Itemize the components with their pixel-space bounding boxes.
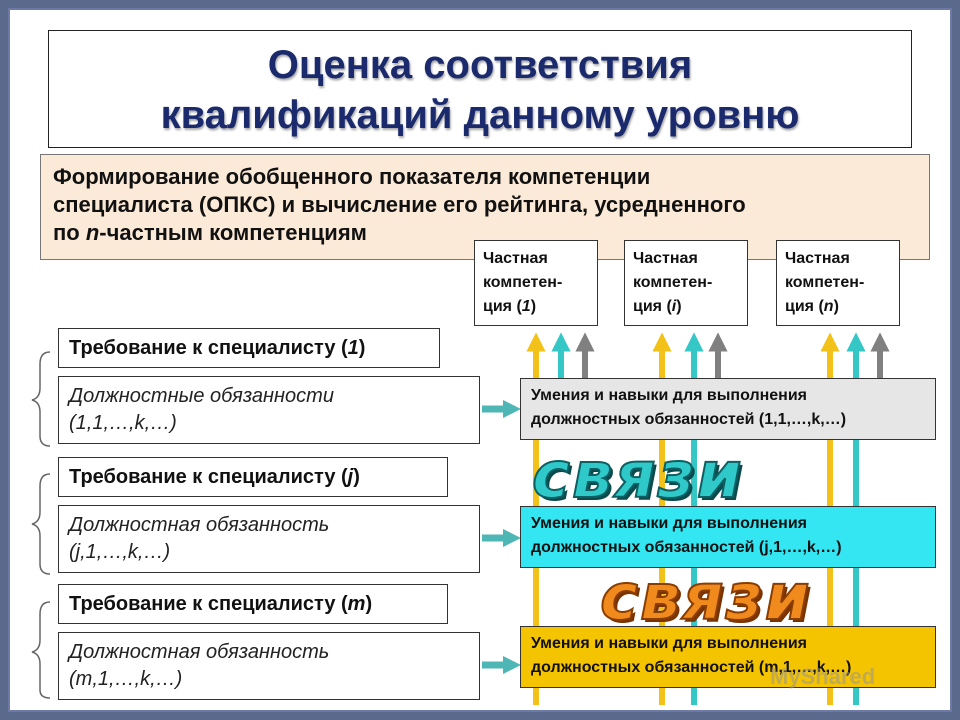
skill-box-m: Умения и навыки для выполнения должностн… xyxy=(520,626,936,688)
svyazi-wordart-orange: связи xyxy=(599,561,812,635)
partial-competence-i: Частная компетен- ция (i) xyxy=(624,240,748,326)
duty-box-1: Должностные обязанности (1,1,…,k,…) xyxy=(58,376,480,444)
title-line-1: Оценка соответствия xyxy=(267,43,693,87)
brace-2 xyxy=(31,473,51,575)
duty-box-m: Должностная обязанность (m,1,…,k,…) xyxy=(58,632,480,700)
watermark: MyShared xyxy=(770,664,876,689)
requirement-1: Требование к специалисту (1) xyxy=(58,328,440,368)
title-line-2: квалификаций данному уровню xyxy=(160,93,800,137)
skill-box-1: Умения и навыки для выполнения должностн… xyxy=(520,378,936,440)
partial-competence-n: Частная компетен- ция (n) xyxy=(776,240,900,326)
slide-title: Оценка соответствия квалификаций данному… xyxy=(48,30,912,148)
subtitle-line-1: Формирование обобщенного показателя комп… xyxy=(53,164,651,189)
svyazi-wordart-cyan: связи xyxy=(531,439,744,513)
brace-1 xyxy=(31,351,51,447)
subtitle-line-2: специалиста (ОПКС) и вычисление его рейт… xyxy=(53,192,746,217)
requirement-j: Требование к специалисту (j) xyxy=(58,457,448,497)
requirement-m: Требование к специалисту (m) xyxy=(58,584,448,624)
brace-3 xyxy=(31,601,51,699)
skill-box-j: Умения и навыки для выполнения должностн… xyxy=(520,506,936,568)
duty-box-j: Должностная обязанность (j,1,…,k,…) xyxy=(58,505,480,573)
subtitle-line-3: по n-частным компетенциям xyxy=(53,220,367,245)
partial-competence-1: Частная компетен- ция (1) xyxy=(474,240,598,326)
